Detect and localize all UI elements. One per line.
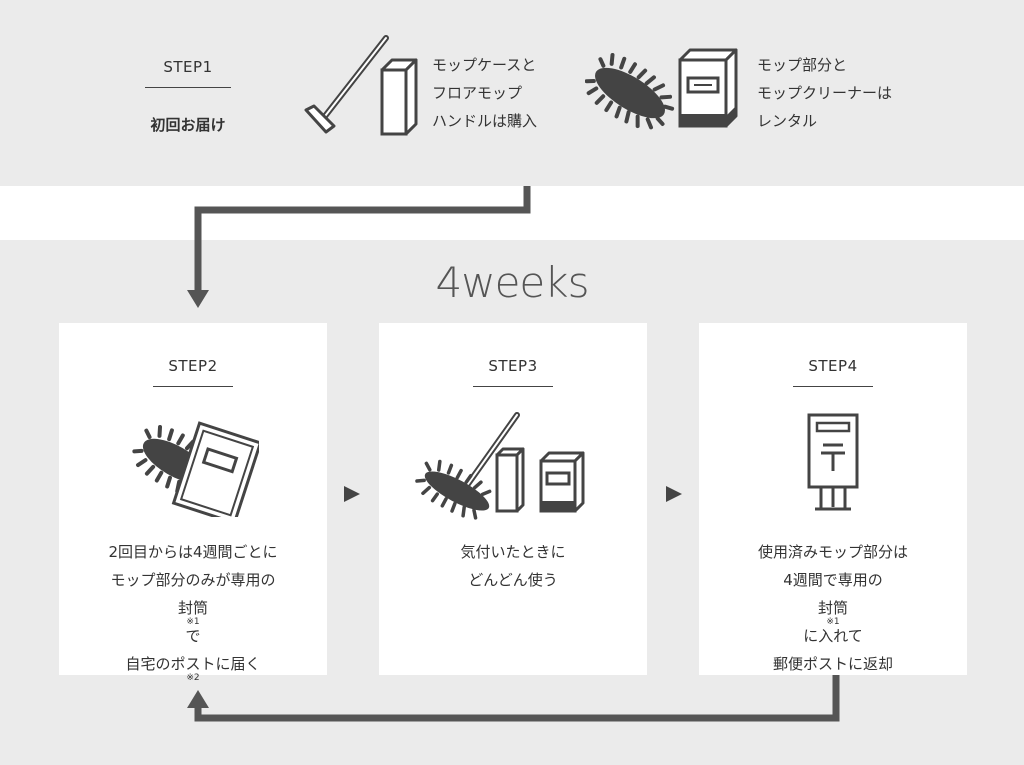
step4-line: 4週間で専用の [783,571,883,589]
postbox-icon [807,413,859,511]
cycle-period-label: 4weeks [435,258,590,307]
post-text: 自宅のポストに届く [125,655,261,673]
mop-cleaner-icon [678,48,738,128]
envelope-icon [132,421,259,517]
step3-card: STEP3 気付いたときに どんどん使う [379,323,647,675]
play-arrow-icon [344,486,360,502]
rental-line: モップクリーナーは [757,84,893,102]
step4-divider [793,386,873,387]
envelope-word: 封筒 [177,599,208,617]
mop-handle-icon [304,35,389,134]
step3-divider [473,386,553,387]
step3-title: STEP3 [488,357,538,375]
envelope-suffix: に入れて [803,627,863,645]
step2-line-post: 自宅のポストに届く※2 [69,650,317,683]
step2-title: STEP2 [168,357,218,375]
step3-line: どんどん使う [468,571,558,589]
purchase-line: フロアモップ [432,84,523,102]
rental-text: モップ部分と モップクリーナーは レンタル [757,51,892,135]
envelope-word: 封筒 [817,599,848,617]
step4-line: 郵便ポストに返却 [772,655,893,673]
mop-head-icon [585,52,675,130]
envelope-suffix: で [185,627,201,645]
rental-line: レンタル [757,112,818,130]
step2-line: 2回目からは4週間ごとに [108,543,278,561]
step4-title: STEP4 [808,357,858,375]
step3-description: 気付いたときに どんどん使う [389,538,637,594]
mop-in-use-icon [415,412,585,520]
step1-subtitle: 初回お届け [150,116,226,134]
purchase-line: モップケースと [432,56,537,74]
rental-line: モップ部分と [757,56,848,74]
step2-divider [153,386,233,387]
step1-title: STEP1 [163,58,213,76]
step2-line: モップ部分のみが専用の [110,571,276,589]
mop-case-icon [380,58,418,136]
step4-line: 使用済みモップ部分は [757,543,908,561]
purchase-line: ハンドルは購入 [432,112,538,130]
step1-band [0,0,1024,186]
step1-divider [145,87,231,88]
purchase-text: モップケースと フロアモップ ハンドルは購入 [432,51,537,135]
play-arrow-icon [666,486,682,502]
step3-line: 気付いたときに [460,543,566,561]
